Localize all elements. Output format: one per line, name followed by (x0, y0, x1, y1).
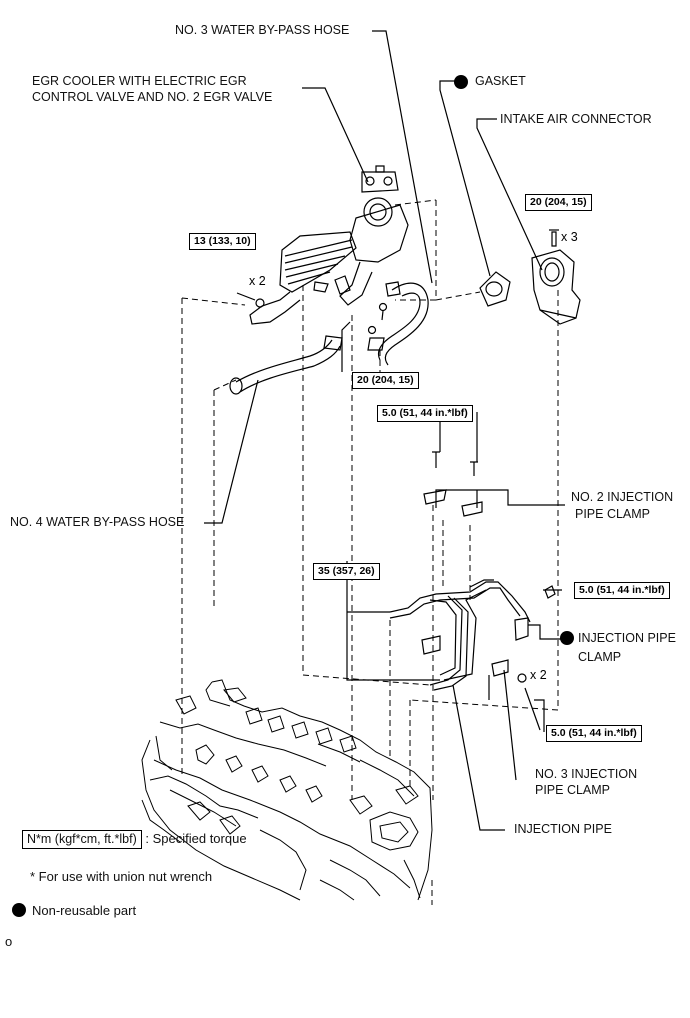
label-no3-injection-pipe-clamp-line2: PIPE CLAMP (535, 783, 611, 797)
intake-air-connector-part (531, 229, 581, 325)
label-injection-pipe: INJECTION PIPE (514, 822, 612, 836)
torque-box-intake-connector: 20 (204, 15) (525, 194, 592, 211)
torque-box-egr-nut: 20 (204, 15) (352, 372, 419, 389)
legend-non-reusable: Non-reusable part (12, 903, 136, 918)
multiplier-intake-bolts: x 3 (561, 230, 578, 244)
label-injection-pipe-clamp-line1: INJECTION PIPE (578, 631, 676, 645)
egr-cooler-assembly (249, 165, 409, 325)
label-no3-injection-pipe-clamp-line1: NO. 3 INJECTION (535, 767, 638, 781)
multiplier-no3-clamp-nuts: x 2 (530, 668, 547, 682)
label-no4-water-bypass-hose: NO. 4 WATER BY-PASS HOSE (10, 515, 185, 529)
injection-pipe-clamp-dot (560, 631, 574, 645)
label-no2-injection-pipe-clamp-line1: NO. 2 INJECTION (571, 490, 674, 504)
torque-box-pipe-clamp-bolt: 5.0 (51, 44 in.*lbf) (574, 582, 670, 599)
torque-box-no3-clamp-nuts: 5.0 (51, 44 in.*lbf) (546, 725, 642, 742)
footer-mark: o (5, 934, 13, 949)
torque-box-egr-bolts: 13 (133, 10) (189, 233, 256, 250)
non-reusable-icon (12, 903, 26, 917)
torque-box-injection-pipe: 35 (357, 26) (313, 563, 380, 580)
torque-box-no2-clamp-bolts: 5.0 (51, 44 in.*lbf) (377, 405, 473, 422)
legend-torque-desc: : Specified torque (145, 831, 247, 846)
legend-dot (454, 75, 468, 89)
multiplier-egr-bolts: x 2 (249, 274, 266, 288)
engine-block (141, 679, 433, 901)
label-no2-injection-pipe-clamp-line2: PIPE CLAMP (575, 507, 651, 521)
label-egr-cooler-line1: EGR COOLER WITH ELECTRIC EGR (32, 74, 247, 88)
label-intake-air-connector: INTAKE AIR CONNECTOR (500, 112, 652, 126)
injection-pipes (389, 579, 531, 691)
label-egr-cooler-line2: CONTROL VALVE AND NO. 2 EGR VALVE (32, 90, 273, 104)
gasket-part (479, 271, 511, 307)
label-injection-pipe-clamp-line2: CLAMP (578, 650, 622, 664)
label-gasket: GASKET (475, 74, 526, 88)
leader-lines (204, 30, 565, 831)
label-no3-water-bypass-hose: NO. 3 WATER BY-PASS HOSE (175, 23, 350, 37)
legend-union-nut-note: * For use with union nut wrench (30, 869, 213, 884)
water-bypass-hose-4 (229, 335, 385, 395)
small-bolts (367, 302, 388, 335)
water-bypass-hose-3 (377, 281, 429, 366)
legend-torque: N*m (kgf*cm, ft.*lbf) : Specified torque (22, 830, 247, 849)
legend-torque-unit-box: N*m (kgf*cm, ft.*lbf) (22, 830, 142, 849)
injection-pipe-clamps (421, 451, 556, 683)
alignment-lines (181, 199, 559, 905)
legend-non-reusable-text: Non-reusable part (32, 903, 137, 918)
